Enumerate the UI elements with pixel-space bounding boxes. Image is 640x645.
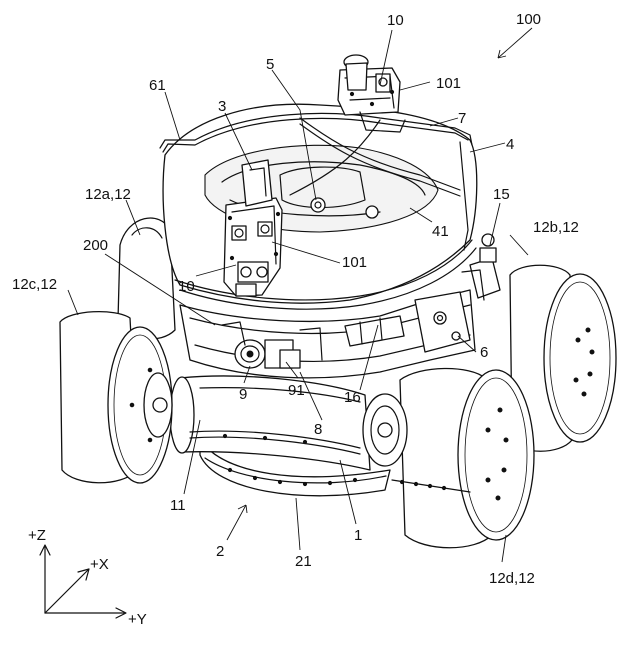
label-15: 15 <box>493 186 510 203</box>
label-61: 61 <box>149 77 166 94</box>
label-1: 1 <box>354 527 362 544</box>
label-11: 11 <box>170 497 186 514</box>
label-8: 8 <box>314 421 322 438</box>
wheel-12c <box>60 312 172 483</box>
label-10-mid: 10 <box>178 278 195 295</box>
label-2: 2 <box>216 543 224 560</box>
label-5: 5 <box>266 56 274 73</box>
label-100: 100 <box>516 11 541 28</box>
label-3: 3 <box>218 98 226 115</box>
label-7: 7 <box>458 110 466 127</box>
axis-label-x: +X <box>90 556 109 573</box>
label-12b: 12b,12 <box>533 219 579 236</box>
coordinate-axes: +Z +X +Y <box>28 527 147 628</box>
label-91: 91 <box>288 382 305 399</box>
axis-label-y: +Y <box>128 611 147 628</box>
label-12a: 12a,12 <box>85 186 131 203</box>
housing-4 <box>160 104 477 309</box>
label-6: 6 <box>480 344 488 361</box>
label-10-top: 10 <box>387 12 404 29</box>
wheel-12d <box>363 368 534 547</box>
label-12c: 12c,12 <box>12 276 57 293</box>
label-101-mid: 101 <box>342 254 367 271</box>
label-9: 9 <box>239 386 247 403</box>
x-axis-line <box>45 570 88 613</box>
label-16: 16 <box>344 389 361 406</box>
label-21: 21 <box>295 553 312 570</box>
label-4: 4 <box>506 136 514 153</box>
axis-label-z: +Z <box>28 527 46 544</box>
label-200: 200 <box>83 237 108 254</box>
label-41: 41 <box>432 223 449 240</box>
label-12d: 12d,12 <box>489 570 535 587</box>
label-101-top: 101 <box>436 75 461 92</box>
